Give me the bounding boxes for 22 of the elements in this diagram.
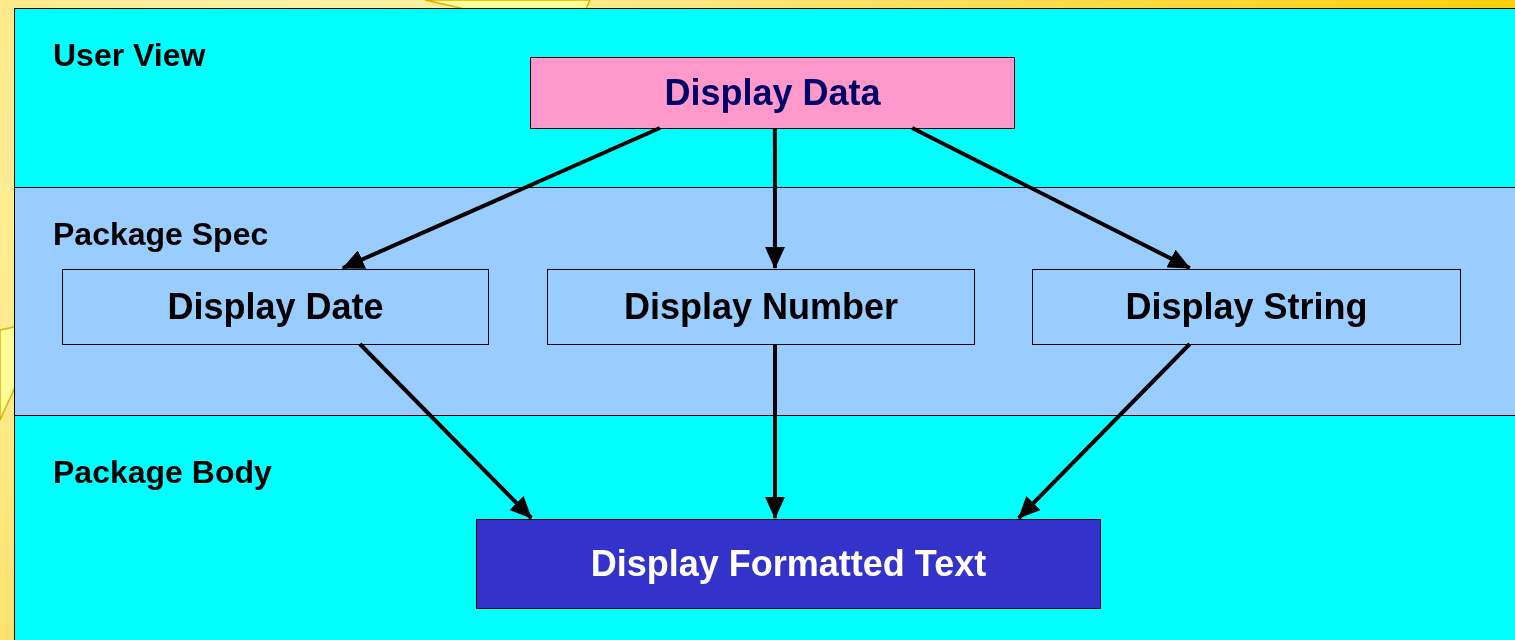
layer-label: User View <box>53 37 206 74</box>
process-box <box>1032 269 1461 345</box>
arrow <box>1017 342 1192 520</box>
box-label: Display Data <box>664 72 881 114</box>
process-box <box>62 269 489 345</box>
process-box <box>476 519 1101 609</box>
box-label: Display Date <box>167 286 384 328</box>
layer-band <box>14 8 1515 188</box>
arrow <box>358 342 533 520</box>
arrow <box>911 126 1191 270</box>
layer-band <box>14 187 1515 416</box>
layer-label: Package Body <box>53 454 272 491</box>
layer-band <box>14 415 1515 640</box>
arrow <box>341 126 661 270</box>
box-label: Display String <box>1125 286 1368 328</box>
layer-label: Package Spec <box>53 216 269 253</box>
process-box <box>547 269 975 345</box>
box-label: Display Formatted Text <box>590 543 987 585</box>
arrow <box>764 128 785 269</box>
box-label: Display Number <box>623 286 899 328</box>
process-box <box>530 57 1015 129</box>
arrow <box>765 344 785 519</box>
